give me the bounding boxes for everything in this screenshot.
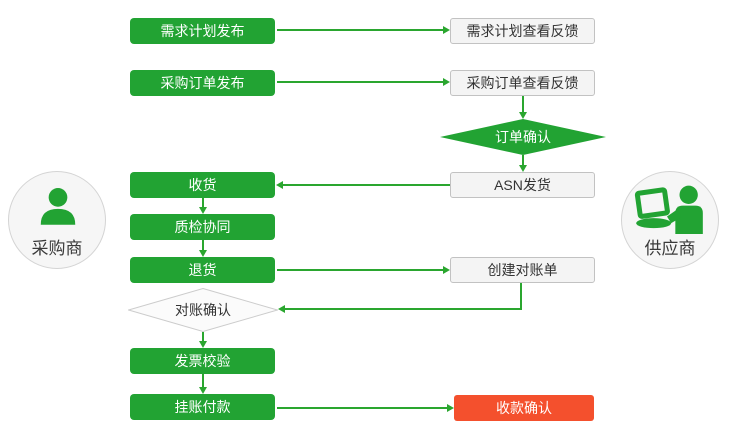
arrow-asn-to-receive-line xyxy=(283,184,450,186)
node-demand-plan-feedback: 需求计划查看反馈 xyxy=(450,18,595,44)
arrow-demand-plan-head-icon xyxy=(443,26,450,34)
arrow-to-order-confirm-head-icon xyxy=(519,112,527,119)
node-receive-goods: 收货 xyxy=(130,172,275,198)
arrow-receive-to-quality-head-icon xyxy=(199,207,207,214)
order-confirm-diamond-shape xyxy=(440,119,606,155)
arrow-to-asn-head-icon xyxy=(519,165,527,172)
node-payment: 挂账付款 xyxy=(130,394,275,420)
arrow-to-asn-line xyxy=(522,155,524,165)
arrow-quality-to-return-head-icon xyxy=(199,250,207,257)
order-confirm-label: 订单确认 xyxy=(495,129,551,145)
arrow-confirm-to-invoice-line xyxy=(202,332,204,341)
statement-confirm-label: 对账确认 xyxy=(175,302,231,318)
arrow-statement-elbow-vline xyxy=(520,283,522,310)
node-receipt-confirm: 收款确认 xyxy=(454,395,594,421)
node-invoice-check: 发票校验 xyxy=(130,348,275,374)
arrow-statement-elbow-head-icon xyxy=(278,305,285,313)
arrow-return-to-statement-head-icon xyxy=(443,266,450,274)
node-po-feedback: 采购订单查看反馈 xyxy=(450,70,595,96)
buyer-actor: 采购商 xyxy=(8,171,106,269)
arrow-quality-to-return-line xyxy=(202,240,204,250)
arrow-statement-elbow-hline xyxy=(285,308,522,310)
arrow-to-order-confirm-line xyxy=(522,96,524,112)
person-icon xyxy=(40,188,76,225)
supplier-actor: 供应商 xyxy=(621,171,719,269)
supplier-label: 供应商 xyxy=(644,239,696,258)
node-asn-ship: ASN发货 xyxy=(450,172,595,198)
arrow-confirm-to-invoice-head-icon xyxy=(199,341,207,348)
node-create-statement: 创建对账单 xyxy=(450,257,595,283)
arrow-payment-to-receipt-head-icon xyxy=(447,404,454,412)
node-quality-collab: 质检协同 xyxy=(130,214,275,240)
arrow-invoice-to-payment-head-icon xyxy=(199,387,207,394)
person-at-computer-icon xyxy=(634,185,703,234)
buyer-label: 采购商 xyxy=(31,239,83,258)
node-statement-confirm: 对账确认 xyxy=(128,288,278,332)
arrow-po-line xyxy=(277,81,443,83)
node-return-goods: 退货 xyxy=(130,257,275,283)
arrow-payment-to-receipt-line xyxy=(277,407,447,409)
arrow-demand-plan-line xyxy=(277,29,443,31)
arrow-return-to-statement-line xyxy=(277,269,443,271)
arrow-invoice-to-payment-line xyxy=(202,374,204,387)
node-demand-plan-publish: 需求计划发布 xyxy=(130,18,275,44)
arrow-po-head-icon xyxy=(443,78,450,86)
node-order-confirm: 订单确认 xyxy=(440,119,606,155)
arrow-asn-to-receive-head-icon xyxy=(276,181,283,189)
node-po-publish: 采购订单发布 xyxy=(130,70,275,96)
statement-confirm-diamond-shape xyxy=(128,288,278,332)
arrow-receive-to-quality-line xyxy=(202,198,204,207)
